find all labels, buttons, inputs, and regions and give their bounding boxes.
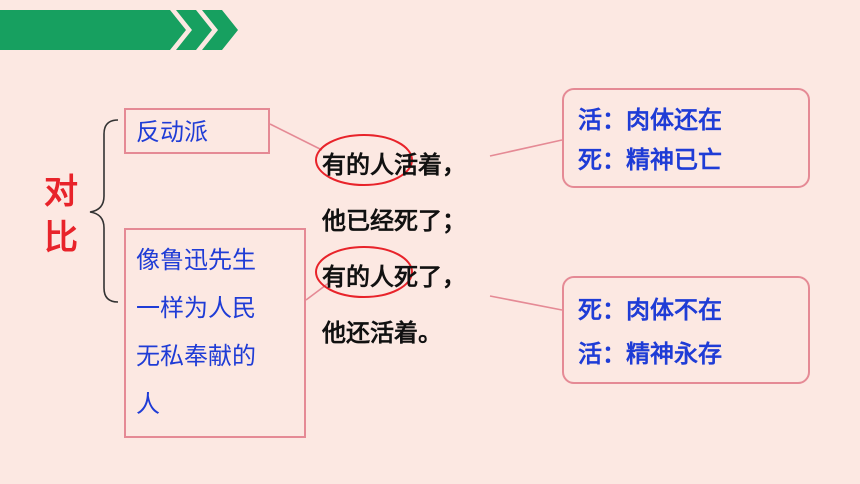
contrast-label-1: 对 <box>44 172 78 212</box>
lu-xun-line-3: 无私奉献的 <box>136 342 256 370</box>
reactionary-box: 反动派 <box>124 108 270 154</box>
lu-xun-line-2: 一样为人民 <box>136 294 256 322</box>
poem-line-2: 他已经死了； <box>322 207 466 235</box>
poem-line-3: 有的人死了， <box>322 263 466 291</box>
reactionary-text: 反动派 <box>136 118 208 146</box>
line-bottom-right <box>489 295 563 311</box>
contrast-label-2: 比 <box>44 218 78 258</box>
highlight-ellipse-1 <box>315 134 413 186</box>
meaning-bottom-line-2: 活：精神永存 <box>578 340 722 368</box>
poem-line-1: 有的人活着， <box>322 151 466 179</box>
lu-xun-line-1: 像鲁迅先生 <box>136 246 256 274</box>
meaning-bottom-line-1: 死：肉体不在 <box>578 296 722 324</box>
brace <box>89 119 119 303</box>
meaning-top-line-1: 活：肉体还在 <box>578 106 722 134</box>
line-bottom-left <box>305 281 331 301</box>
highlight-ellipse-2 <box>315 246 413 298</box>
poem-line-4: 他还活着。 <box>322 319 442 347</box>
lu-xun-line-4: 人 <box>136 390 160 418</box>
meaning-box-top: 活：肉体还在 死：精神已亡 <box>562 88 810 188</box>
lu-xun-box: 像鲁迅先生 一样为人民 无私奉献的 人 <box>124 228 306 438</box>
line-top-right <box>489 139 563 157</box>
line-top-left <box>269 123 323 151</box>
meaning-top-line-2: 死：精神已亡 <box>578 146 722 174</box>
meaning-box-bottom: 死：肉体不在 活：精神永存 <box>562 276 810 384</box>
